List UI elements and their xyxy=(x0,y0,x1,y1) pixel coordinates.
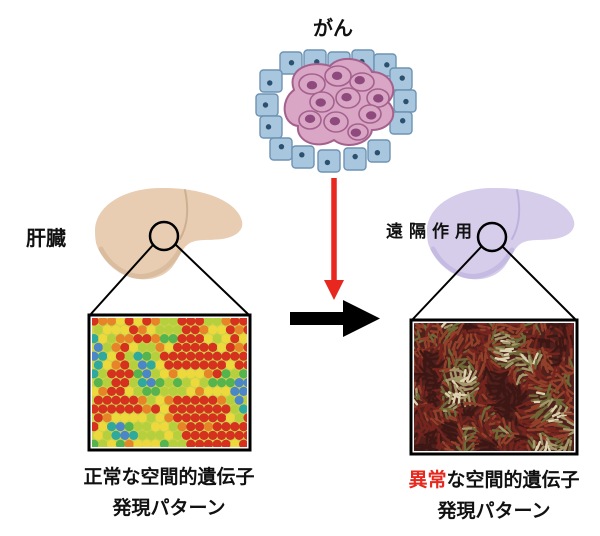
normal-caption-line2: 発現パターン xyxy=(112,497,226,519)
cancer-label: がん xyxy=(313,16,353,40)
normal-expression-pattern xyxy=(92,318,247,447)
remote-action-label: 遠隔作用 xyxy=(386,222,478,242)
abnormal-caption-line1: 異常な空間的遺伝子 xyxy=(384,465,600,496)
abnormal-expression-pattern xyxy=(414,323,574,451)
normal-pattern-caption: 正常な空間的遺伝子 発現パターン xyxy=(59,462,279,524)
transition-arrow-icon xyxy=(290,300,380,337)
left-magnifier-callout xyxy=(89,220,250,316)
cancer-cells-illustration xyxy=(255,49,417,173)
abnormal-highlight: 異常 xyxy=(408,469,447,491)
right-magnifier-callout xyxy=(411,221,577,321)
inset-frames xyxy=(87,313,579,456)
abnormal-caption-line1-rest: な空間的遺伝子 xyxy=(446,469,580,491)
liver-label: 肝臓 xyxy=(26,226,66,250)
abnormal-pattern-caption: 異常な空間的遺伝子 発現パターン xyxy=(384,465,600,527)
normal-liver-illustration xyxy=(95,187,243,280)
abnormal-caption-line2: 発現パターン xyxy=(437,500,551,522)
normal-caption-line1: 正常な空間的遺伝子 xyxy=(83,466,255,488)
remote-action-arrow-icon xyxy=(324,178,344,300)
abnormal-liver-illustration xyxy=(427,187,575,280)
